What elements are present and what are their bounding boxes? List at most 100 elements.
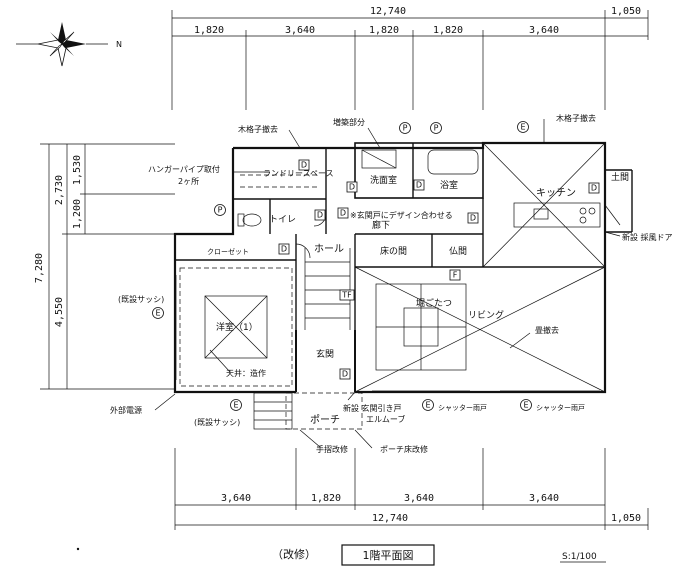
outlet-p-icon: P (214, 204, 226, 216)
room-living: リビング (468, 309, 504, 321)
dim-top-seg-1: 1,820 (194, 25, 224, 36)
note-lattice-right: 木格子撤去 (556, 113, 596, 123)
dim-bottom-seg-2: 1,820 (311, 493, 341, 504)
outlet-p-icon: P (399, 122, 411, 134)
downlight-d-icon: D (339, 368, 351, 380)
dim-left-upper-c: 1,200 (72, 199, 83, 229)
note-external-power: 外部電源 (110, 405, 142, 415)
downlight-d-icon: D (337, 207, 349, 219)
room-toilet: トイレ (269, 215, 296, 225)
note-hanger-1: ハンガーパイプ取付 (148, 164, 220, 174)
downlight-d-icon: D (298, 159, 310, 171)
downlight-d-icon: D (588, 182, 600, 194)
note-existing-sash-1: (既設サッシ) (118, 294, 164, 304)
svg-text:D: D (340, 209, 346, 218)
room-closet: クローゼット (207, 247, 249, 256)
fan-f-icon: F (449, 269, 461, 281)
svg-text:D: D (342, 370, 348, 379)
downlight-d-icon: D (278, 243, 290, 255)
dim-bottom-right: 1,050 (611, 513, 641, 524)
note-design-door: ※玄関戸にデザイン合わせる (350, 210, 453, 220)
dim-left-total: 7,280 (34, 253, 45, 283)
note-porch-floor: ポーチ床改修 (380, 444, 428, 454)
svg-text:D: D (349, 183, 355, 192)
note-handrail: 手摺改修 (316, 444, 348, 454)
room-hall: ホール (314, 243, 344, 255)
room-porch: ポーチ (310, 414, 340, 426)
svg-text:D: D (301, 161, 307, 170)
note-extension: 増築部分 (333, 117, 365, 127)
svg-text:E: E (520, 123, 525, 132)
svg-text:P: P (218, 206, 223, 215)
dim-top-total: 12,740 (370, 6, 406, 17)
north-arrow-icon: N (16, 22, 122, 67)
note-lattice-left: 木格子撤去 (238, 124, 278, 134)
room-earth-floor: 土間 (611, 171, 629, 183)
switch-e-icon: E (520, 399, 532, 411)
svg-text:E: E (425, 401, 430, 410)
dim-bottom-total: 12,740 (372, 513, 408, 524)
room-tokonoma: 床の間 (380, 245, 407, 257)
svg-text:D: D (281, 245, 287, 254)
drawing-title: 1階平面図 (363, 548, 414, 562)
room-labels: ランドリースペース トイレ 洗面室 浴室 キッチン 土間 クローゼット ホール … (207, 169, 629, 426)
dim-top-seg-5: 3,640 (529, 25, 559, 36)
note-tatami-removal: 畳撤去 (535, 325, 559, 335)
electrical-symbols: P P P E E E E E D D D D D D D D D F TF (152, 121, 600, 411)
note-new-sliding-1: 新設 玄関引き戸 (343, 403, 402, 413)
svg-text:D: D (416, 181, 422, 190)
downlight-d-icon: D (413, 179, 425, 191)
dim-bottom-seg-4: 3,640 (529, 493, 559, 504)
switch-e-icon: E (517, 121, 529, 133)
svg-text:D: D (317, 211, 323, 220)
note-hanger-2: 2ヶ所 (178, 176, 199, 186)
svg-text:E: E (233, 401, 238, 410)
outlet-p-icon: P (430, 122, 442, 134)
top-dimensions: 12,740 1,050 1,820 3,640 1,820 1,820 3,6… (171, 6, 649, 110)
note-lighting-door: 新設 採風ドア (622, 232, 673, 242)
downlight-d-icon: D (346, 181, 358, 193)
staircase (304, 248, 351, 330)
dim-top-seg-3: 1,820 (369, 25, 399, 36)
svg-text:E: E (155, 309, 160, 318)
svg-text:D: D (470, 214, 476, 223)
note-existing-sash-2: (既設サッシ) (194, 417, 240, 427)
room-western: 洋室（1） (216, 321, 258, 333)
annotations: 木格子撤去 木格子撤去 増築部分 ハンガーパイプ取付 2ヶ所 ※玄関戸にデザイン… (110, 113, 673, 454)
svg-text:D: D (591, 184, 597, 193)
room-corridor: 廊下 (372, 219, 390, 231)
room-kitchen: キッチン (536, 187, 576, 199)
note-ceiling: 天井：造作 (226, 368, 266, 378)
svg-text:P: P (434, 124, 439, 133)
dim-top-right: 1,050 (611, 6, 641, 17)
svg-text:E: E (523, 401, 528, 410)
switch-e-icon: E (422, 399, 434, 411)
switch-e-icon: E (152, 307, 164, 319)
room-bath: 浴室 (440, 179, 458, 191)
dim-left-upper-a: 2,730 (54, 175, 65, 205)
north-label: N (116, 40, 122, 49)
svg-text:TF: TF (341, 291, 352, 300)
room-genkan: 玄関 (316, 348, 334, 360)
svg-text:F: F (453, 271, 458, 280)
dim-bottom-seg-1: 3,640 (221, 493, 251, 504)
left-dimensions: 7,280 2,730 1,530 1,200 4,550 (34, 143, 175, 390)
bottom-dimensions: 3,640 1,820 3,640 3,640 12,740 1,050 (174, 448, 649, 530)
note-shutter-1: シャッター雨戸 (438, 403, 487, 412)
walls (173, 141, 633, 394)
dim-top-seg-2: 3,640 (285, 25, 315, 36)
dim-top-seg-4: 1,820 (433, 25, 463, 36)
switch-e-icon: E (230, 399, 242, 411)
downlight-d-icon: D (467, 212, 479, 224)
room-butsuma: 仏間 (449, 246, 467, 257)
title-block: （改修） 1階平面図 S:1/100 (76, 544, 606, 566)
revision-label: （改修） (272, 547, 316, 561)
room-laundry: ランドリースペース (263, 169, 334, 178)
scale-label: S:1/100 (562, 552, 597, 562)
tf-icon: TF (339, 289, 355, 301)
room-washroom: 洗面室 (370, 174, 397, 186)
room-hori-kotatsu: 堀ごたつ (416, 297, 452, 309)
room-details (175, 142, 621, 430)
dim-left-upper-b: 1,530 (72, 155, 83, 185)
